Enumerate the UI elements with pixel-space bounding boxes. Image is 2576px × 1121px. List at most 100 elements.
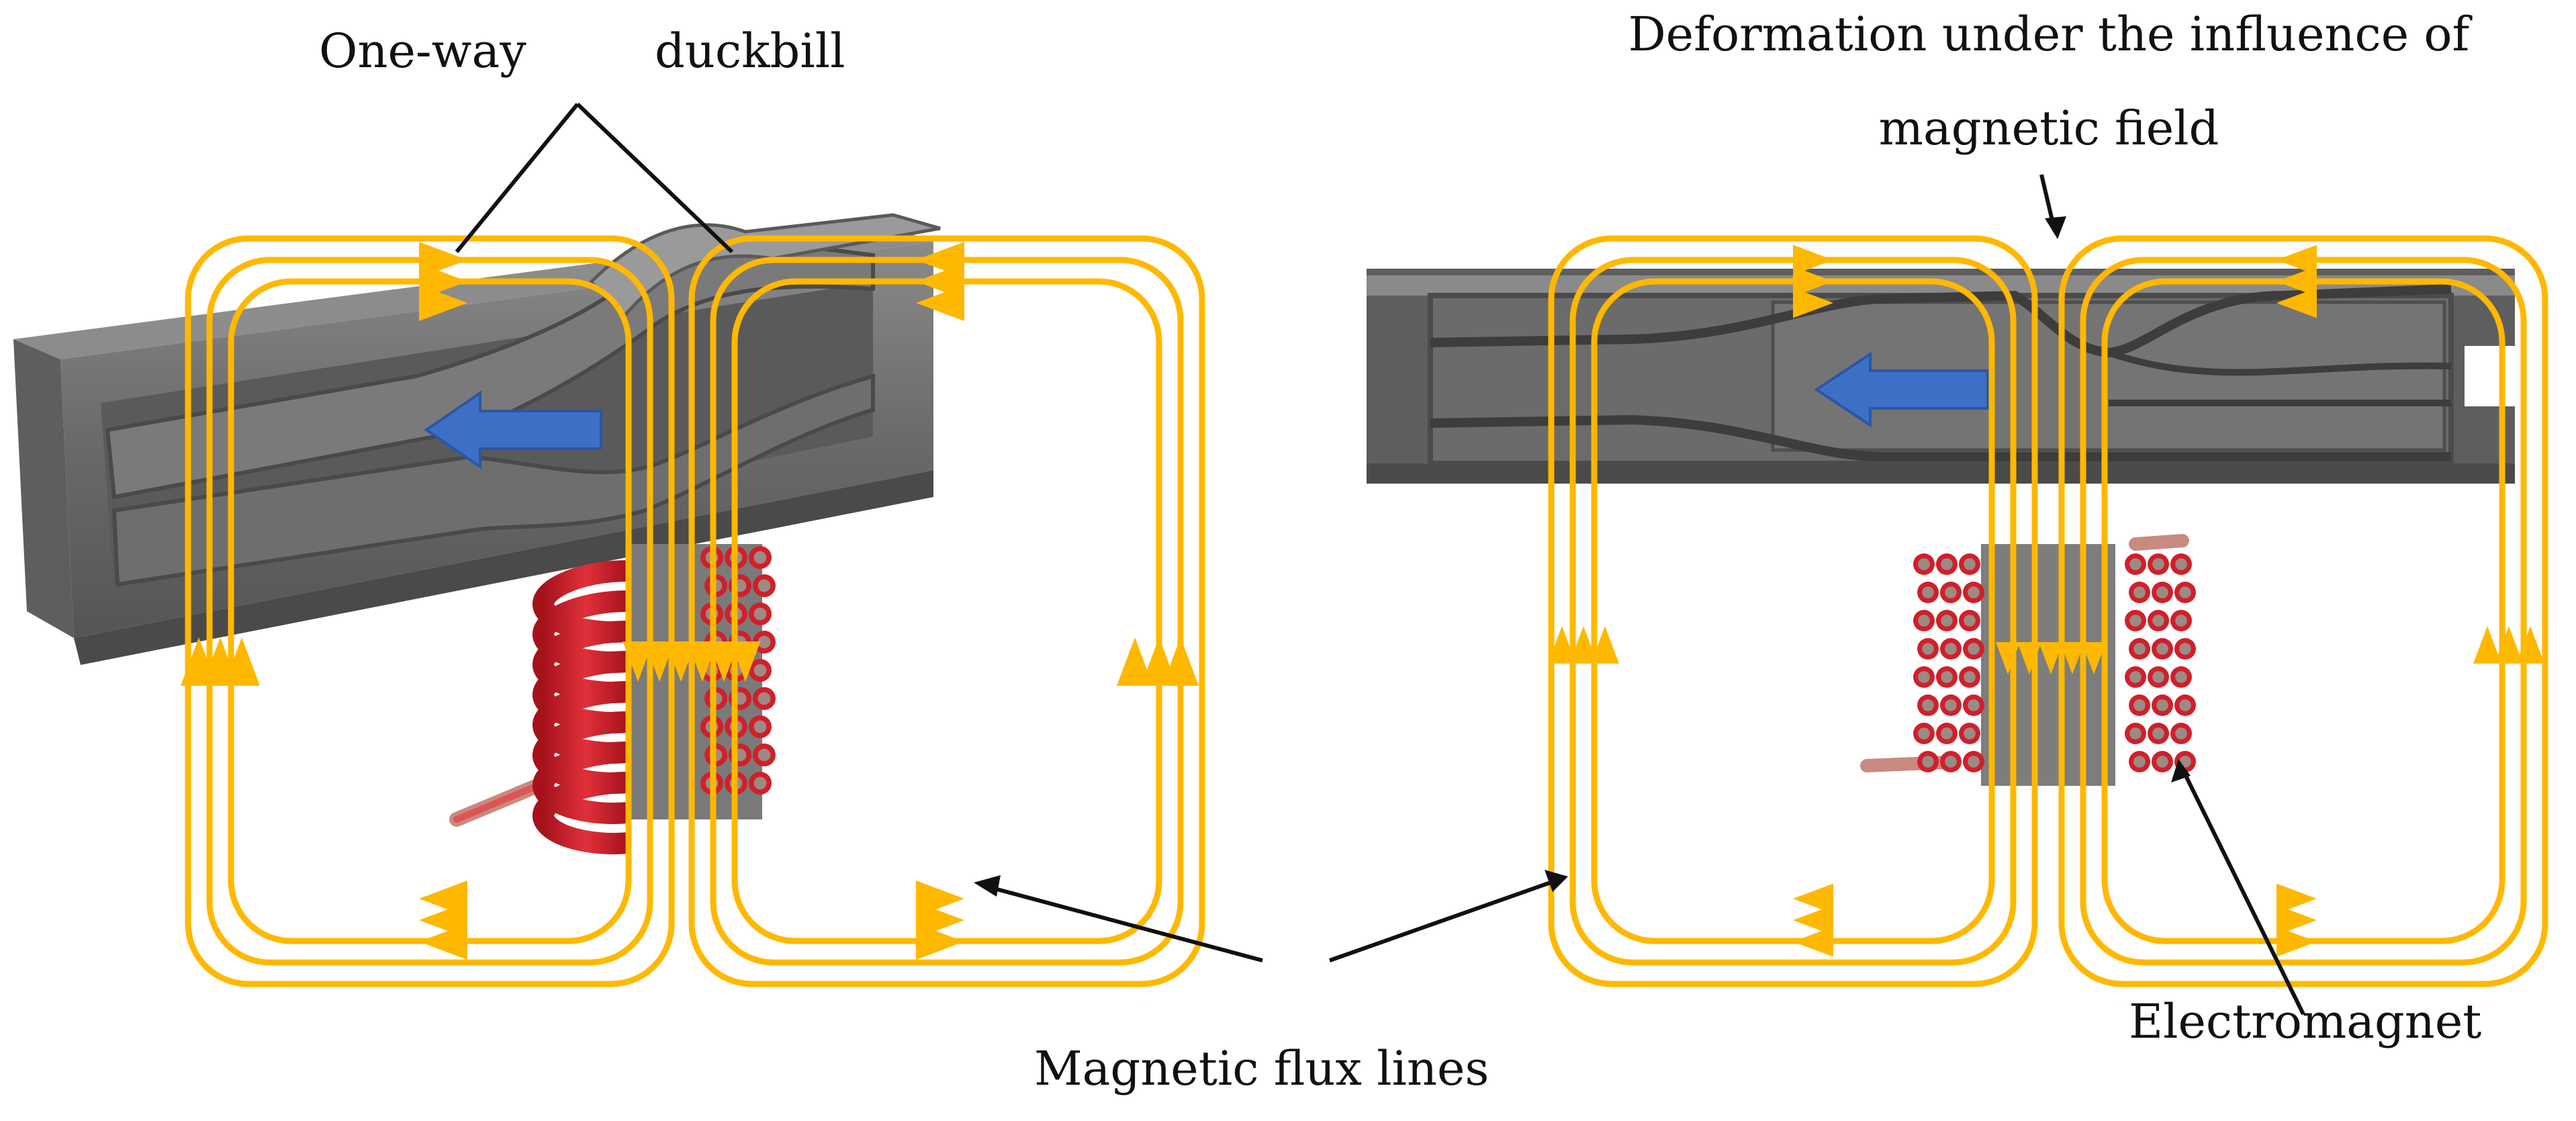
flux-direction-arrow <box>1117 637 1153 686</box>
flux-direction-arrow <box>916 285 964 321</box>
flux-direction-arrow <box>224 637 260 686</box>
flux-direction-arrow <box>623 641 653 682</box>
flux-direction-arrow <box>2039 642 2063 674</box>
coil-wire-core <box>2152 558 2164 570</box>
coil-wire-core <box>2133 699 2146 711</box>
flux-direction-arrow <box>1793 244 1833 275</box>
flux-direction-arrow <box>2473 626 2501 664</box>
flux-direction-arrows <box>181 242 2544 960</box>
flux-direction-arrow <box>2276 883 2317 914</box>
coil-wire-core <box>2133 643 2146 655</box>
coil-wire-core <box>2152 615 2164 627</box>
flux-direction-arrow <box>2516 626 2544 664</box>
coil-wire-core <box>2129 671 2142 683</box>
coil-wire-core <box>1964 558 1976 570</box>
coil-wire-core <box>2179 586 2191 598</box>
coil-wire-core <box>757 692 771 705</box>
flux-direction-arrow <box>1793 266 1833 297</box>
flux-direction-arrow <box>1996 642 2020 674</box>
flux-direction-arrow <box>665 641 696 682</box>
flux-direction-arrow <box>1569 626 1598 664</box>
coil-wire-core <box>2156 699 2168 711</box>
coil-wire-core <box>2129 727 2142 739</box>
flux-loop <box>185 235 675 987</box>
flux-direction-arrow <box>730 641 761 682</box>
flux-direction-arrow <box>2017 642 2041 674</box>
flux-direction-arrow <box>1793 883 1833 914</box>
label-deformation-line1: Deformation under the influence of <box>1628 7 2473 62</box>
coil-wire-core <box>1945 586 1957 598</box>
coil-wire-core <box>1964 615 1976 627</box>
coil-wire-core <box>1941 727 1953 739</box>
flow-direction-arrow <box>424 390 602 469</box>
coil-wire-core <box>2133 756 2146 768</box>
label-electromagnet: Electromagnet <box>2129 994 2481 1049</box>
flux-loop <box>688 235 1205 987</box>
flux-direction-arrow <box>644 641 675 682</box>
coil-wire-core <box>1941 615 1953 627</box>
coil-winding <box>533 772 629 854</box>
flux-loop <box>2058 235 2548 987</box>
flux-direction-arrow <box>1591 626 1619 664</box>
coil-wire-core <box>1918 671 1930 683</box>
flux-direction-arrow <box>708 641 739 682</box>
coil-wire-core <box>1945 756 1957 768</box>
label-magnetic-flux-lines: Magnetic flux lines <box>1034 1041 1489 1096</box>
coil-winding <box>533 742 629 824</box>
coil-wire-core <box>2152 727 2164 739</box>
coil-wire-core <box>757 635 771 649</box>
coil-wire-core <box>2156 756 2168 768</box>
coil-wire-core <box>1918 615 1930 627</box>
label-duckbill: duckbill <box>655 24 845 79</box>
coil-wire-core <box>1922 699 1934 711</box>
coil-wire-core <box>1922 586 1934 598</box>
flow-direction-arrow <box>1814 351 1989 428</box>
coil-wire-core <box>753 607 767 621</box>
coil-wire-core <box>753 664 767 677</box>
coil-wire-core <box>1922 643 1934 655</box>
coil-wire-core <box>2175 727 2187 739</box>
flux-direction-arrow <box>916 924 964 960</box>
flux-direction-arrow <box>1793 905 1833 936</box>
flux-loop <box>1548 235 2038 987</box>
coil-wire-core <box>1918 558 1930 570</box>
coil-wire-core <box>1945 643 1957 655</box>
label-deformation-line2: magnetic field <box>1879 101 2219 156</box>
pointer-arrowheads <box>974 216 2191 897</box>
coil-wire-core <box>1964 727 1976 739</box>
coil-wire-core <box>753 776 767 790</box>
coil-wire-core <box>753 551 767 564</box>
flux-direction-arrow <box>1162 637 1199 686</box>
flux-direction-arrow <box>2060 642 2084 674</box>
flux-direction-arrow <box>2276 905 2317 936</box>
flux-direction-arrow <box>2276 926 2317 957</box>
flux-direction-arrow <box>2495 626 2523 664</box>
coil-wire-core <box>2179 699 2191 711</box>
coil-wire-core <box>2129 615 2142 627</box>
flux-direction-arrow <box>2276 266 2317 297</box>
coil-wire-core <box>2175 671 2187 683</box>
coil-wire-core <box>2179 643 2191 655</box>
coil-wire-core <box>1945 699 1957 711</box>
coil-wire-core <box>1941 558 1953 570</box>
coil-wire-core <box>2175 615 2187 627</box>
flux-direction-arrow <box>419 285 467 321</box>
coil-wire-core <box>1968 699 1980 711</box>
coil-wire-core <box>2156 643 2168 655</box>
flux-direction-arrow <box>1548 626 1576 664</box>
coil-wire-core <box>753 720 767 733</box>
flux-direction-arrow <box>419 924 467 960</box>
coil-wire-core <box>2156 586 2168 598</box>
coil-wire-core <box>757 579 771 592</box>
coil-wire-core <box>2152 671 2164 683</box>
coil-wire-core <box>1968 586 1980 598</box>
coil-wire-core <box>1918 727 1930 739</box>
flux-direction-arrow <box>1793 287 1833 318</box>
coil-wire-core <box>1964 671 1976 683</box>
coil-wire-core <box>1968 756 1980 768</box>
flux-direction-arrow <box>1793 926 1833 957</box>
coil-wire-core <box>2133 586 2146 598</box>
left-electromagnet-coil <box>449 544 776 854</box>
label-one-way: One-way <box>319 24 526 79</box>
